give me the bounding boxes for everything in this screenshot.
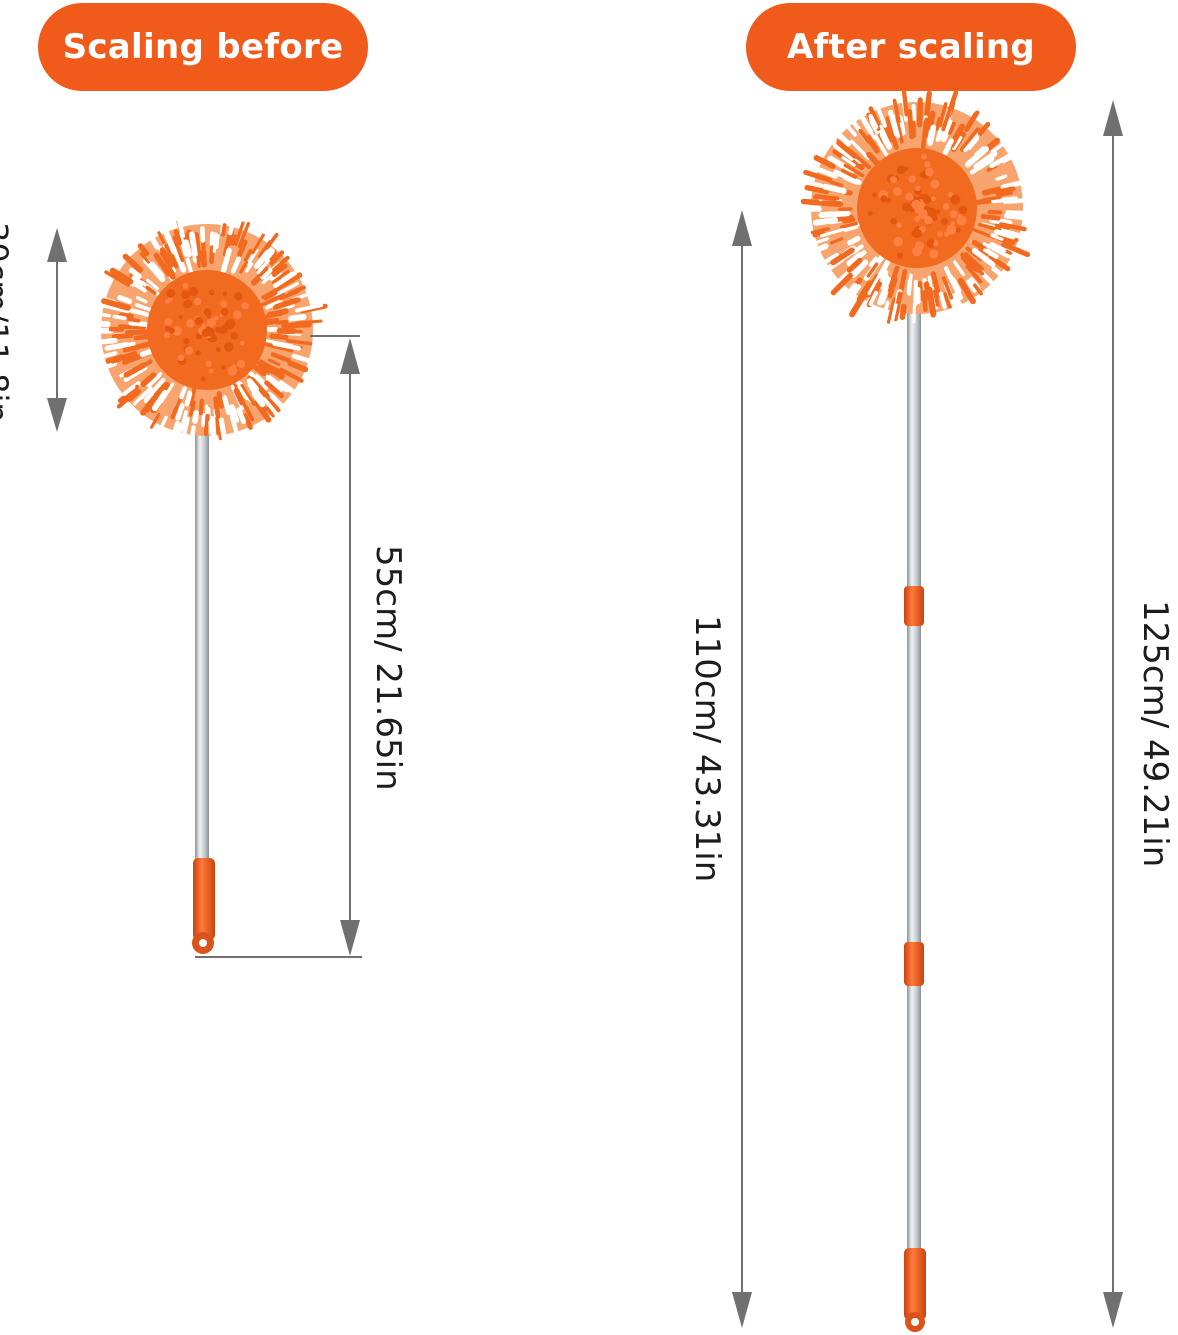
extended-total-length-label: 125cm/ 49.21in	[1135, 600, 1175, 868]
mop-fringe	[798, 88, 1037, 332]
collapsed-length-label: 55cm/ 21.65in	[368, 545, 408, 791]
collapsed-pole	[195, 425, 209, 865]
extended-pole-length-label: 110cm/ 43.31in	[687, 615, 727, 883]
scaling-before-label: Scaling before	[62, 27, 344, 67]
head-diameter-dimension	[47, 228, 67, 432]
collapsed-length-dimension	[195, 335, 362, 958]
scaling-before-badge: Scaling before	[38, 3, 368, 91]
mop-core-texture	[867, 153, 968, 259]
extended-pole-lower	[907, 985, 921, 1250]
extended-mop	[798, 88, 1037, 1332]
mop-fringe	[87, 211, 328, 448]
extended-handle	[904, 1248, 926, 1320]
handle-hole	[911, 1318, 919, 1326]
extended-mop-head	[798, 88, 1037, 332]
lower-lock-sleeve	[904, 942, 924, 986]
upper-lock-sleeve	[904, 586, 924, 626]
collapsed-mop	[87, 211, 328, 954]
handle-hole	[199, 939, 207, 947]
after-scaling-label: After scaling	[786, 27, 1036, 67]
collapsed-mop-head	[87, 211, 328, 448]
extended-pole-middle	[907, 625, 921, 945]
extended-pole-upper	[907, 310, 921, 590]
mop-core-texture	[163, 282, 249, 382]
collapsed-handle	[193, 858, 215, 940]
extended-total-dimension	[1103, 100, 1123, 1328]
extended-pole-dimension	[732, 210, 752, 1328]
after-scaling-badge: After scaling	[746, 3, 1076, 91]
head-diameter-label: 30cm/11.8in	[0, 222, 15, 423]
